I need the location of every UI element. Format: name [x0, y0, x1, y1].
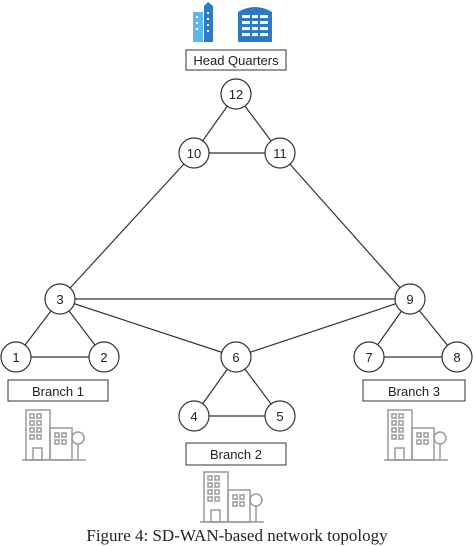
node-label: 2 [100, 350, 107, 365]
node-3: 3 [44, 283, 76, 315]
hq-label-box: Head Quarters [185, 49, 287, 71]
branch1-label: Branch 1 [32, 384, 84, 399]
node-label: 11 [273, 146, 287, 161]
node-label: 8 [453, 350, 460, 365]
node-label: 3 [56, 292, 63, 307]
node-12: 12 [220, 78, 252, 110]
node-circle [44, 283, 76, 315]
node-label: 7 [365, 350, 372, 365]
node-label: 4 [190, 409, 197, 424]
branch3-label: Branch 3 [388, 384, 440, 399]
node-circle [394, 283, 426, 315]
node-2: 2 [88, 341, 120, 373]
branch3-label-box: Branch 3 [362, 379, 466, 402]
node-circle [220, 341, 252, 373]
branch2-building-icon [200, 471, 264, 523]
branch2-label-box: Branch 2 [185, 442, 287, 466]
node-9: 9 [394, 283, 426, 315]
node-circle [178, 400, 210, 432]
link-9-6 [235, 298, 411, 358]
hq-buildings-icon [193, 2, 272, 42]
node-circle [441, 341, 473, 373]
link-10-3 [59, 152, 195, 300]
node-6: 6 [220, 341, 252, 373]
node-label: 9 [406, 292, 413, 307]
node-11: 11 [264, 137, 296, 169]
branch1-building-icon [22, 409, 86, 461]
node-label: 10 [187, 146, 201, 161]
branch1-label-box: Branch 1 [7, 379, 109, 402]
node-circle [353, 341, 385, 373]
node-label: 6 [232, 350, 239, 365]
node-circle [264, 400, 296, 432]
node-label: 1 [12, 350, 19, 365]
branch2-label: Branch 2 [210, 447, 262, 462]
node-circle [178, 137, 210, 169]
link-11-9 [279, 152, 411, 300]
node-circle [264, 137, 296, 169]
node-8: 8 [441, 341, 473, 373]
figure-caption: Figure 4: SD-WAN-based network topology [86, 526, 388, 545]
link-3-6 [59, 298, 237, 358]
node-4: 4 [178, 400, 210, 432]
node-1: 1 [0, 341, 32, 373]
node-10: 10 [178, 137, 210, 169]
node-circle [0, 341, 32, 373]
node-circle [220, 78, 252, 110]
node-label: 5 [276, 409, 283, 424]
node-circle [88, 341, 120, 373]
node-5: 5 [264, 400, 296, 432]
branch3-building-icon [384, 409, 448, 461]
hq-label: Head Quarters [193, 53, 279, 68]
node-7: 7 [353, 341, 385, 373]
node-label: 12 [229, 87, 243, 102]
